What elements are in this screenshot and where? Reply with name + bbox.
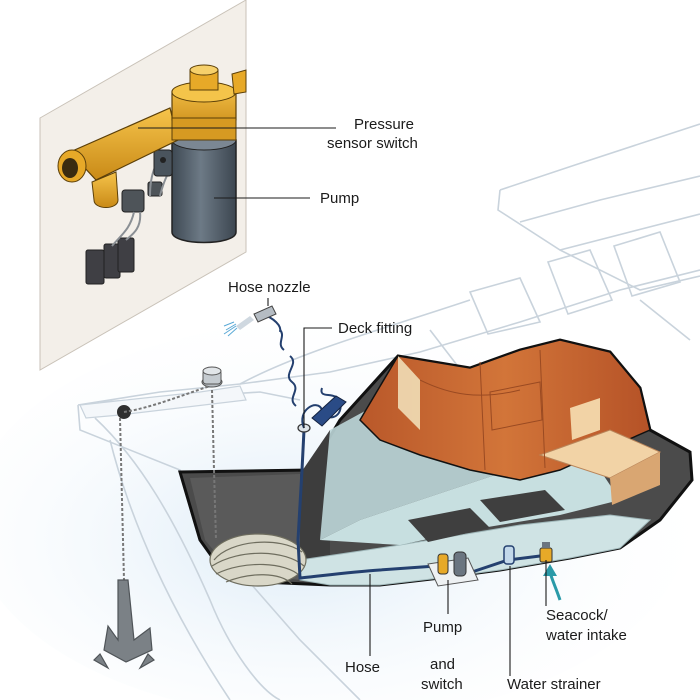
hose-reel bbox=[311, 395, 347, 427]
anchor-rode-coil bbox=[209, 533, 307, 587]
leader-lines bbox=[138, 127, 547, 676]
anchor-icon bbox=[93, 579, 155, 670]
bilge-pump-and-switch bbox=[427, 551, 479, 587]
label-pump-and-switch-line3: switch bbox=[421, 676, 463, 693]
label-pump-and-switch-line1: Pump bbox=[423, 619, 462, 636]
label-deck-fitting: Deck fitting bbox=[338, 320, 412, 337]
label-seacock-line1: Seacock/ bbox=[546, 607, 609, 624]
label-seacock-line2: water intake bbox=[545, 627, 627, 644]
label-water-strainer: Water strainer bbox=[507, 676, 601, 693]
label-hose-nozzle: Hose nozzle bbox=[228, 279, 311, 296]
label-pump-and-switch-line2: and bbox=[430, 656, 455, 673]
pressure-sensor-switch bbox=[57, 64, 247, 208]
hull-cutaway bbox=[178, 338, 694, 587]
anchor-chain bbox=[119, 385, 217, 581]
label-pump: Pump bbox=[320, 190, 359, 207]
label-hose: Hose bbox=[345, 659, 380, 676]
label-pressure-line1: Pressure bbox=[354, 116, 414, 133]
electrical-connectors bbox=[85, 181, 163, 285]
label-pressure-line2: sensor switch bbox=[327, 135, 418, 152]
spray-nozzle-icon bbox=[223, 305, 277, 337]
water-strainer bbox=[503, 545, 515, 565]
